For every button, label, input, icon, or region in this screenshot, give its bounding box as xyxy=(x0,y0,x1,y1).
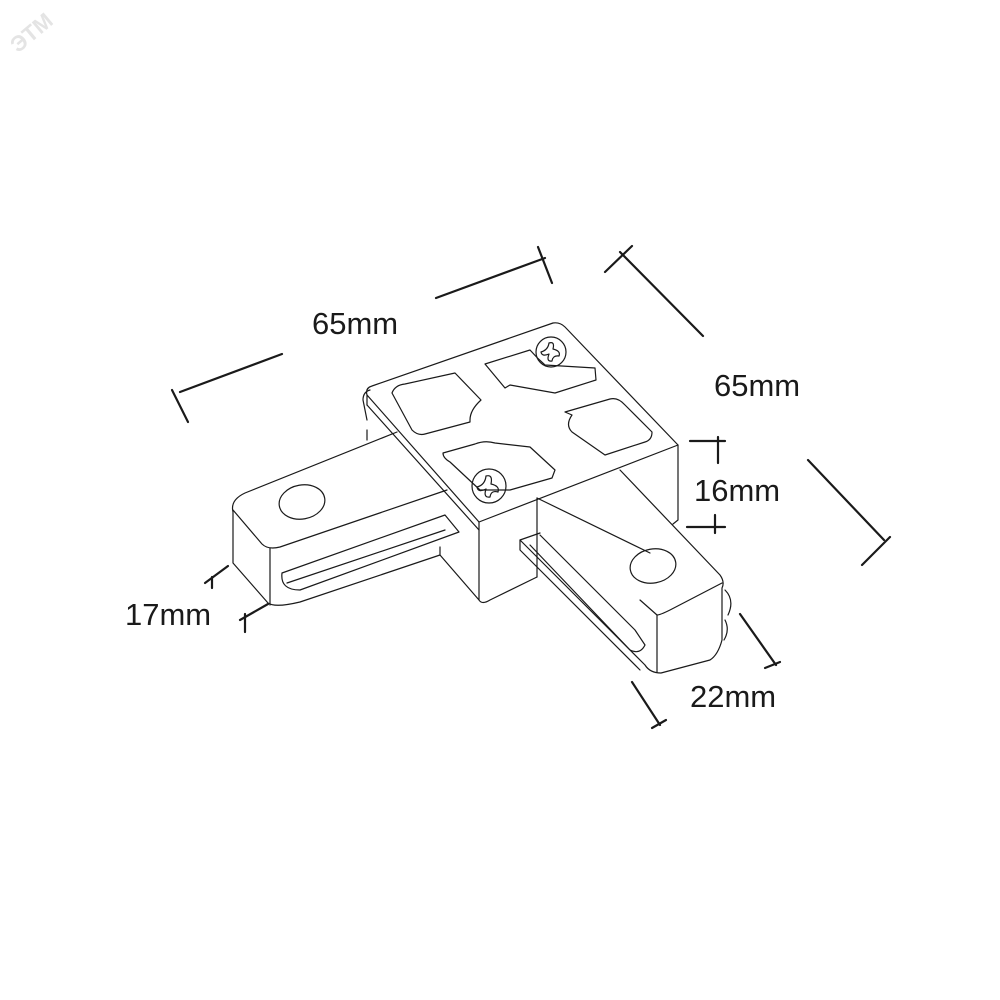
center-block xyxy=(365,322,679,604)
dimension-label-length-right: 65mm xyxy=(714,368,801,403)
screw-icon xyxy=(471,468,507,504)
left-arm xyxy=(231,389,480,606)
dimension-lines xyxy=(170,244,892,730)
dimension-label-length-top: 65mm xyxy=(312,306,399,341)
screw-icon xyxy=(535,336,567,368)
right-arm xyxy=(519,469,732,674)
dimension-label-height: 16mm xyxy=(694,473,781,508)
dimension-label-arm-height: 17mm xyxy=(125,597,212,632)
dimension-label-arm-width: 22mm xyxy=(690,679,777,714)
